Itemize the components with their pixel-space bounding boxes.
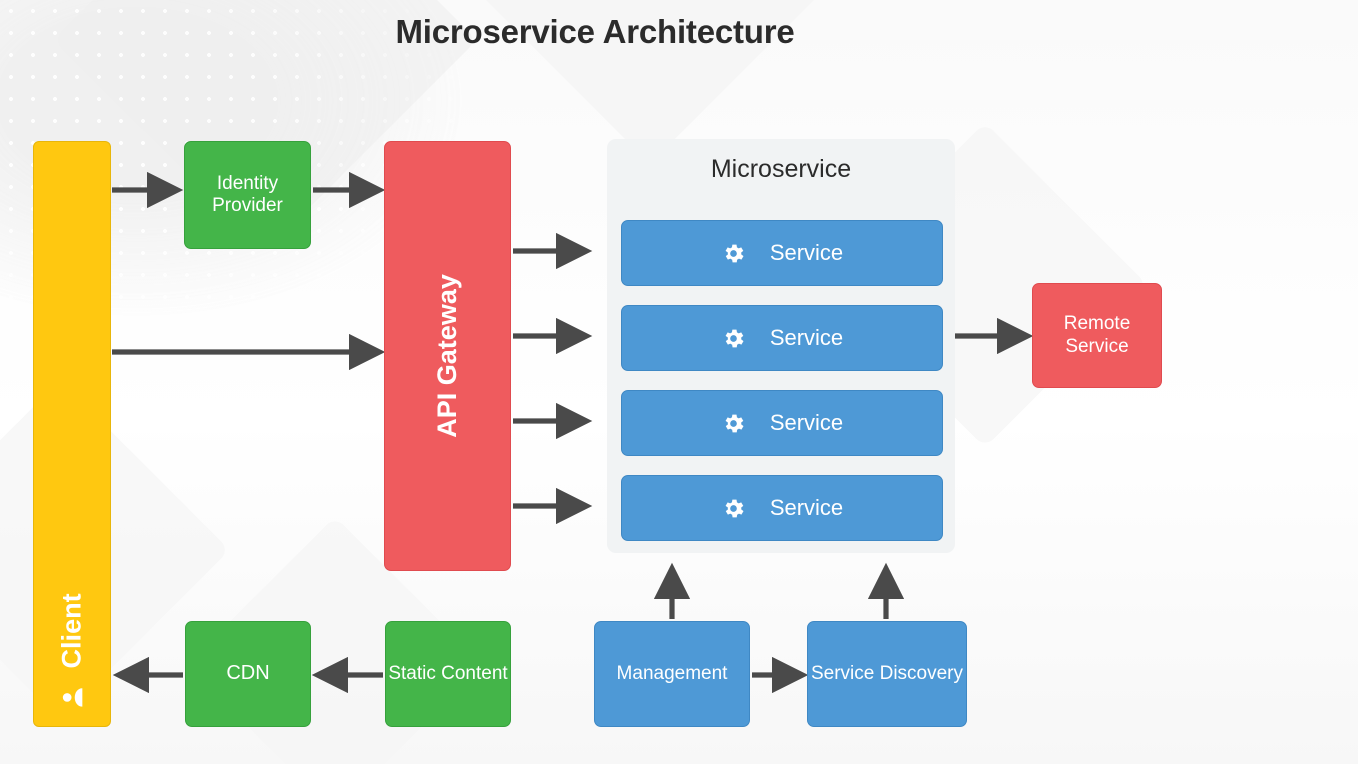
node-api-gateway[interactable]: API Gateway — [384, 141, 511, 571]
node-management[interactable]: Management — [594, 621, 750, 727]
microservice-title: Microservice — [710, 155, 852, 183]
node-service-3[interactable]: Service — [621, 390, 943, 456]
client-vertical-label: Client — [56, 594, 88, 711]
service-discovery-label: Service Discovery — [810, 662, 964, 684]
api-gateway-label: API Gateway — [431, 274, 462, 438]
management-label: Management — [616, 662, 728, 684]
node-identity-provider[interactable]: Identity Provider — [184, 141, 311, 249]
node-client[interactable]: Client — [33, 141, 111, 727]
service-2-label: Service — [769, 325, 844, 350]
client-label: Client — [56, 593, 87, 669]
gear-icon — [721, 326, 746, 351]
microservice-container: Microservice Service Service — [607, 139, 955, 553]
user-icon — [59, 685, 85, 711]
node-cdn[interactable]: CDN — [185, 621, 311, 727]
cdn-label: CDN — [226, 662, 270, 685]
node-static-content[interactable]: Static Content — [385, 621, 511, 727]
node-service-discovery[interactable]: Service Discovery — [807, 621, 967, 727]
gear-icon — [721, 496, 746, 521]
node-service-4[interactable]: Service — [621, 475, 943, 541]
service-1-label: Service — [769, 240, 844, 265]
service-4-label: Service — [769, 495, 844, 520]
node-remote-service[interactable]: Remote Service — [1032, 283, 1162, 388]
identity-provider-label: Identity Provider — [212, 172, 283, 216]
page-title: Microservice Architecture — [395, 13, 795, 50]
node-service-2[interactable]: Service — [621, 305, 943, 371]
remote-service-label: Remote Service — [1063, 313, 1131, 357]
static-content-label: Static Content — [388, 662, 508, 684]
gear-icon — [721, 241, 746, 266]
service-3-label: Service — [769, 410, 844, 435]
node-service-1[interactable]: Service — [621, 220, 943, 286]
gear-icon — [721, 411, 746, 436]
